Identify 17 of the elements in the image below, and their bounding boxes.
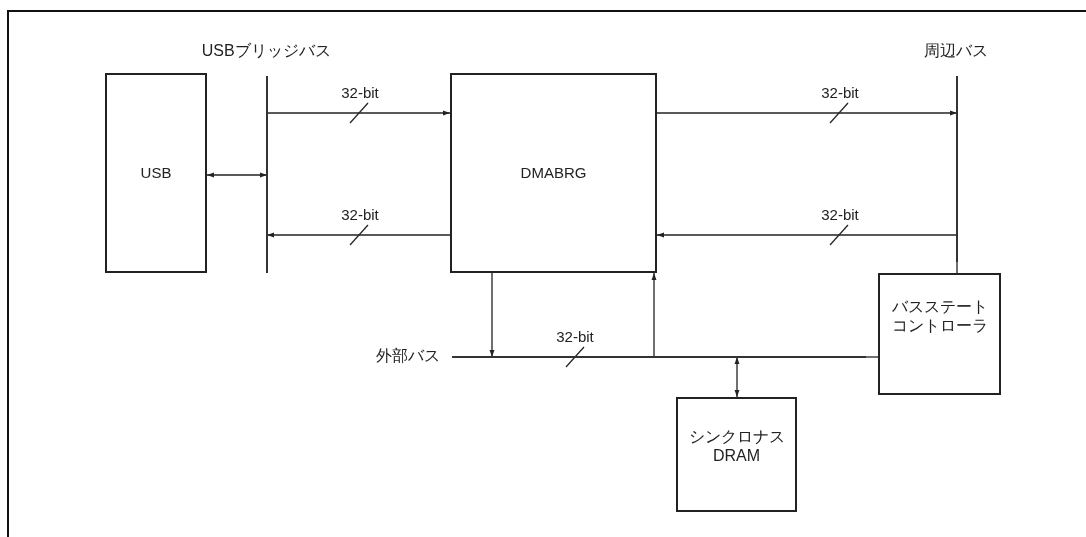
arrow bbox=[489, 272, 495, 358]
arrow bbox=[206, 172, 268, 178]
bus-label: 周辺バス bbox=[924, 41, 989, 61]
bus-label: USBブリッジバス bbox=[201, 41, 331, 61]
arrow bbox=[734, 356, 740, 398]
arrow bbox=[266, 110, 451, 116]
arrow bbox=[266, 232, 451, 238]
block-box: DMABRG bbox=[450, 73, 657, 273]
block-box: バスステートコントローラ bbox=[878, 273, 1001, 395]
connector-line bbox=[956, 261, 958, 274]
connector-line bbox=[865, 356, 879, 358]
block-box: USB bbox=[105, 73, 207, 273]
arrow bbox=[656, 110, 958, 116]
arrow bbox=[651, 272, 657, 358]
bus-label: 外部バス bbox=[376, 345, 440, 366]
block-box: シンクロナスDRAM bbox=[676, 397, 797, 512]
arrow bbox=[656, 232, 958, 238]
